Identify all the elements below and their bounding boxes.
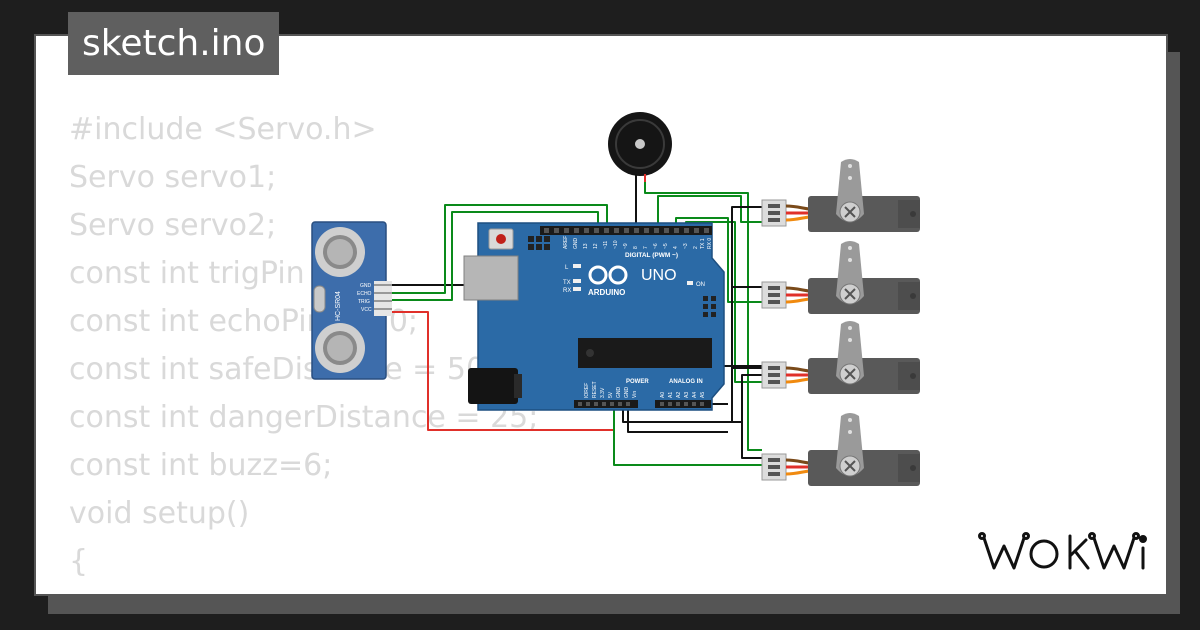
pin-label-0: RX 0 [707, 238, 713, 249]
pin-label-10: ~10 [613, 240, 619, 249]
atmega-chip [578, 338, 712, 368]
wire-servo2-sig [675, 217, 762, 303]
sensor-pin-echo: ECHO [357, 291, 372, 297]
pin-label-a5: A5 [700, 392, 706, 398]
pin-label-a2: A2 [676, 392, 682, 398]
pin-label-aref: AREF [563, 236, 569, 249]
sensor-transducer-top [315, 227, 365, 277]
board-brand: ARDUINO [588, 288, 625, 297]
sensor-pin-gnd: GND [360, 283, 372, 289]
pin-label-a1: A1 [668, 392, 674, 398]
led-label-rx: RX [563, 288, 571, 294]
servo-motor[interactable] [761, 321, 920, 394]
power-label: POWER [626, 379, 649, 385]
ultrasonic-sensor[interactable]: HC-SR04 GND ECHO TRIG VCC [311, 221, 392, 380]
on-label: ON [696, 282, 705, 288]
usb-port [463, 255, 519, 301]
pin-label-vin: Vin [632, 391, 638, 398]
wire-servo-gnd1 [731, 206, 762, 422]
analog-label: ANALOG IN [669, 379, 703, 385]
pin-label-12: 12 [593, 243, 599, 249]
pin-label-reset: RESET [592, 381, 598, 398]
wire-buzzer-sig [644, 178, 762, 451]
servo-group [761, 159, 920, 486]
pin-label-gnd: GND [573, 238, 579, 250]
pin-label-7: 7 [643, 246, 649, 249]
pin-label-ioref: IOREF [584, 383, 590, 398]
servo-motor[interactable] [761, 159, 920, 232]
pin-label-3: ~3 [683, 243, 689, 249]
sensor-pins: GND ECHO TRIG VCC [357, 281, 392, 316]
analog-header [655, 400, 711, 408]
code-line: pinMode(trigPin, OUTPUT); [69, 586, 538, 594]
code-line: Servo servo1; [69, 160, 277, 195]
sensor-transducer-bottom [315, 323, 365, 373]
pin-label-gnd-b: GND [624, 387, 630, 399]
buzzer[interactable] [608, 112, 672, 182]
pin-label-8: 8 [633, 246, 639, 249]
sensor-pin-vcc: VCC [361, 307, 372, 313]
wokwi-logo [978, 532, 1147, 570]
board-model: UNO [641, 267, 677, 284]
wire-servo1-sig [657, 195, 762, 226]
sensor-crystal [313, 285, 326, 313]
pin-label-3v3: 3.3V [600, 387, 606, 398]
sensor-model-label: HC-SR04 [335, 291, 342, 321]
pin-label-6: ~6 [653, 243, 659, 249]
code-line: { [69, 544, 89, 579]
power-jack [468, 368, 518, 404]
wire-sensor-echo [385, 204, 608, 294]
wire-servo4-sig [613, 405, 762, 466]
sensor-pin-trig: TRIG [358, 299, 370, 305]
pin-label-13: 13 [583, 243, 589, 249]
pin-label-5v: 5V [608, 391, 614, 398]
pin-label-1: TX 1 [700, 238, 706, 249]
code-line: #include <Servo.h> [69, 112, 377, 147]
code-line: const int buzz=6; [69, 448, 333, 483]
pin-label-11: ~11 [603, 241, 609, 249]
arduino-uno-board[interactable]: AREF GND 13 12 ~11 ~10 ~9 8 7 ~6 ~5 4 ~3… [463, 222, 725, 411]
pin-label-2: 2 [693, 246, 699, 249]
file-tab[interactable]: sketch.ino [68, 12, 280, 75]
pin-label-5: ~5 [663, 243, 669, 249]
pin-label-a3: A3 [684, 392, 690, 398]
wire-sensor-trig [385, 211, 599, 301]
pin-label-4: 4 [673, 246, 679, 249]
pin-label-gnd-a: GND [616, 387, 622, 399]
pin-label-9: ~9 [623, 243, 629, 249]
wire-servo-gnd4 [741, 422, 762, 459]
code-line: Servo servo2; [69, 208, 277, 243]
led-label-tx: TX [563, 280, 571, 286]
code-line: void setup() [69, 496, 250, 531]
arduino-logo-icon [588, 265, 628, 285]
digital-label: DIGITAL (PWM ~) [625, 252, 678, 259]
pin-label-a4: A4 [692, 392, 698, 398]
pin-label-a0: A0 [660, 392, 666, 398]
servo-motor[interactable] [761, 241, 920, 314]
servo-motor[interactable] [761, 413, 920, 486]
led-label-l: L [565, 265, 569, 271]
